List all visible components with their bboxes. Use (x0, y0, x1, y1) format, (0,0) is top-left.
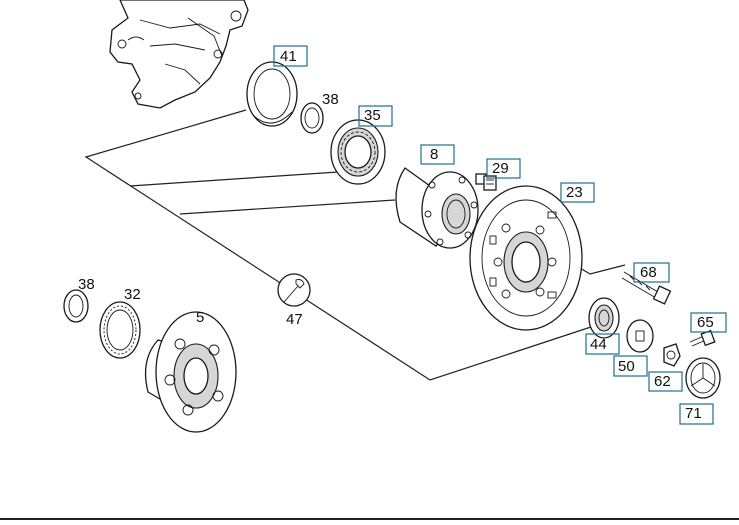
label-71: 71 (685, 405, 702, 422)
label-68: 68 (640, 264, 657, 281)
label-38-upper: 38 (322, 91, 339, 108)
label-44: 44 (590, 336, 607, 353)
label-box-71 (679, 403, 714, 425)
label-box-65 (690, 312, 727, 333)
label-box-29 (486, 158, 521, 179)
wrench-icon (277, 273, 311, 307)
label-8: 8 (430, 146, 438, 163)
part-38-ring-upper (300, 102, 324, 134)
part-29-bolt (475, 173, 497, 191)
label-65: 65 (697, 314, 714, 331)
label-box-62 (648, 371, 683, 392)
part-5-flange (144, 311, 237, 433)
part-23-brake-disc (469, 185, 583, 331)
part-8-hub (395, 167, 479, 249)
label-box-41 (273, 45, 308, 67)
label-38-lower: 38 (78, 276, 95, 293)
part-71-hub-cap (685, 357, 721, 399)
label-box-50 (613, 355, 648, 377)
label-47: 47 (286, 311, 303, 328)
label-41: 41 (280, 48, 297, 65)
label-5: 5 (196, 309, 204, 326)
label-box-35 (358, 105, 393, 127)
label-50: 50 (618, 358, 635, 375)
label-box-8 (420, 144, 455, 165)
part-65-screw (689, 329, 716, 347)
part-62-nut (663, 343, 681, 367)
part-41-seal (246, 61, 298, 127)
label-box-44 (585, 333, 620, 355)
label-35: 35 (364, 107, 381, 124)
label-62: 62 (654, 373, 671, 390)
label-32: 32 (124, 286, 141, 303)
part-35-bearing (330, 119, 386, 185)
label-23: 23 (566, 184, 583, 201)
part-68-bolt (621, 271, 672, 305)
label-box-68 (633, 262, 670, 283)
part-50-washer (626, 319, 654, 353)
callout-labels: 41 38 35 8 29 23 68 65 44 50 62 71 38 32… (78, 45, 727, 425)
part-44-bearing (588, 297, 620, 339)
bottom-border-line (0, 518, 739, 520)
label-box-23 (560, 182, 595, 203)
part-32-tone-ring (99, 301, 141, 359)
axle-housing-part (109, 0, 249, 109)
label-29: 29 (492, 160, 509, 177)
part-38-ring-lower (63, 289, 89, 323)
